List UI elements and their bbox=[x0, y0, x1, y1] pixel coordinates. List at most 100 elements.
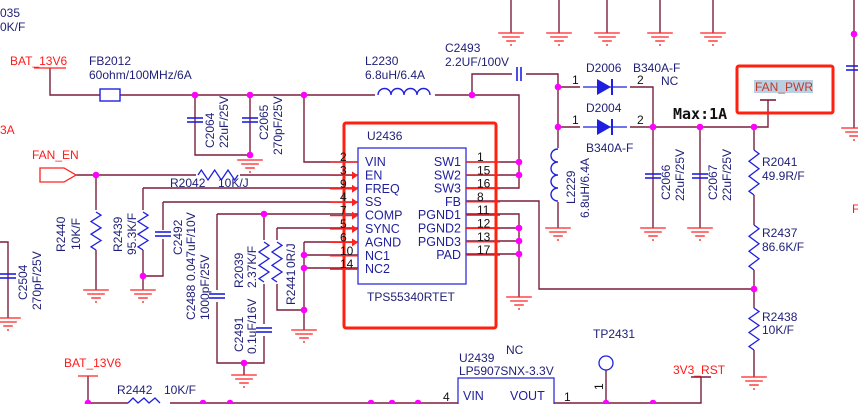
wire bbox=[0, 241, 9, 318]
r2438-value: 10K/F bbox=[762, 323, 794, 337]
c2492-ref: C2492 bbox=[171, 219, 185, 255]
resistor-r2438 bbox=[747, 307, 761, 351]
r2442-ref: R2442 bbox=[117, 383, 153, 397]
resistor-r2039 bbox=[257, 241, 271, 283]
c2504-value: 270pF/25V bbox=[30, 251, 44, 310]
ground-icon bbox=[498, 32, 524, 46]
u2436-pin-number: 17 bbox=[477, 243, 491, 257]
u2439-pin1: 1 bbox=[564, 390, 571, 404]
d2004-value: B340A-F bbox=[586, 141, 633, 155]
net-fan-pwr[interactable]: FAN_PWR bbox=[755, 80, 813, 94]
c2066-ref: C2066 bbox=[659, 164, 673, 200]
input-arrow-icon bbox=[352, 211, 358, 220]
wire bbox=[554, 377, 702, 404]
cap-gap bbox=[155, 230, 171, 239]
r2041-value: 49.9R/F bbox=[762, 169, 805, 183]
u2439-body[interactable] bbox=[457, 377, 555, 404]
inductor-l2229 bbox=[550, 148, 559, 202]
fb2012-value: 60ohm/100MHz/6A bbox=[89, 68, 192, 82]
capacitor-c2065 bbox=[242, 117, 258, 123]
junction-dot bbox=[300, 91, 308, 99]
resistor-r2442 bbox=[127, 397, 161, 404]
wire bbox=[630, 86, 654, 127]
c2067-value: 22uF/25V bbox=[720, 149, 734, 201]
l2230-ref: L2230 bbox=[365, 54, 399, 68]
net-bat-13v6-top[interactable]: BAT_13V6 bbox=[10, 54, 67, 68]
junction-dot bbox=[139, 272, 147, 280]
diode-d2004 bbox=[583, 119, 627, 135]
net-fan-en[interactable]: FAN_EN bbox=[32, 148, 79, 162]
fan-en-port bbox=[39, 167, 78, 183]
ground-icon bbox=[291, 329, 317, 343]
c2067-ref: C2067 bbox=[706, 164, 720, 200]
c2491-value: 0.1uF/16V bbox=[245, 299, 259, 354]
u2436-pin-name: SYNC bbox=[365, 222, 400, 236]
ground-icon bbox=[231, 374, 257, 388]
capacitor-c2488 bbox=[209, 293, 225, 299]
r2039-ref: R2039 bbox=[232, 252, 246, 288]
junction-dot bbox=[191, 91, 199, 99]
u2436-pin-number: 14 bbox=[340, 257, 354, 271]
l2230-value: 6.8uH/6.4A bbox=[365, 68, 425, 82]
input-arrow-icon bbox=[352, 238, 358, 247]
partial-ref-top-left: 035 bbox=[0, 6, 20, 20]
junction-dot bbox=[515, 250, 523, 258]
u2436-pin-name: PGND2 bbox=[418, 222, 461, 236]
u2436-pin-name: FB bbox=[445, 195, 461, 209]
fan-pwr-highlight-box bbox=[735, 64, 835, 115]
u2439-pin4: 4 bbox=[443, 390, 450, 404]
junction-dot bbox=[554, 123, 562, 131]
u2436-pin-number: 6 bbox=[340, 230, 347, 244]
c2492-value: 0.047uF/10V bbox=[184, 212, 198, 281]
res-gap bbox=[128, 396, 170, 404]
tp2431-pin: 1 bbox=[592, 383, 606, 390]
ground-icon bbox=[237, 159, 263, 173]
u2436-pin-number: 1 bbox=[477, 150, 484, 164]
junction-dot bbox=[414, 399, 422, 404]
u2436-pin-name: PAD bbox=[436, 248, 461, 262]
u2436-pin-number: 16 bbox=[477, 177, 491, 191]
r2439-ref: R2439 bbox=[111, 216, 125, 252]
ground-icon bbox=[545, 227, 571, 241]
junction-dot bbox=[226, 399, 234, 404]
cap-gap bbox=[209, 290, 225, 302]
net-3v3-rst[interactable]: 3V3_RST bbox=[673, 363, 726, 377]
junction-dot bbox=[199, 399, 207, 404]
u2436-pin-number: 2 bbox=[340, 150, 347, 164]
junction-dot bbox=[649, 123, 657, 131]
junction-dot bbox=[300, 251, 308, 259]
ground-icon bbox=[647, 32, 673, 46]
capacitor-c2066 bbox=[645, 173, 661, 179]
diode-d2006 bbox=[583, 79, 627, 95]
r2441-value: 0R/J bbox=[284, 243, 298, 268]
ground-icon bbox=[594, 32, 620, 46]
ground-icon bbox=[0, 317, 21, 331]
junction-dot bbox=[468, 91, 476, 99]
junction-dot bbox=[367, 399, 375, 404]
u2436-pin-name: SS bbox=[365, 195, 382, 209]
r2437-ref: R2437 bbox=[762, 226, 798, 240]
capacitor-c2491 bbox=[256, 327, 272, 333]
ground-icon bbox=[687, 227, 713, 241]
wire bbox=[143, 202, 164, 277]
c2493-ref: C2493 bbox=[445, 41, 481, 55]
u2436-pin-name: SW1 bbox=[434, 155, 461, 169]
u2436-pin-name: PGND1 bbox=[418, 208, 461, 222]
junction-dot bbox=[246, 151, 254, 159]
ground-icon bbox=[741, 376, 767, 390]
net-bat-13v6-bottom[interactable]: BAT_13V6 bbox=[64, 356, 121, 370]
junction-dot bbox=[515, 224, 523, 232]
c2491-ref: C2491 bbox=[232, 316, 246, 352]
u2436-pin-name: EN bbox=[365, 168, 382, 182]
components bbox=[0, 32, 858, 404]
inductor-l2230 bbox=[377, 87, 431, 96]
resistor-r2439 bbox=[136, 211, 150, 251]
u2436-pin-name: SW3 bbox=[434, 182, 461, 196]
junction-dot bbox=[515, 237, 523, 245]
capacitor-c2504 bbox=[0, 273, 16, 279]
resistor-r2042 bbox=[197, 168, 239, 182]
d2006-pin2: 2 bbox=[637, 73, 644, 87]
wire bbox=[194, 95, 250, 156]
d2006-pin1: 1 bbox=[572, 73, 579, 87]
r2039-value: 2.37K/F bbox=[245, 246, 259, 288]
